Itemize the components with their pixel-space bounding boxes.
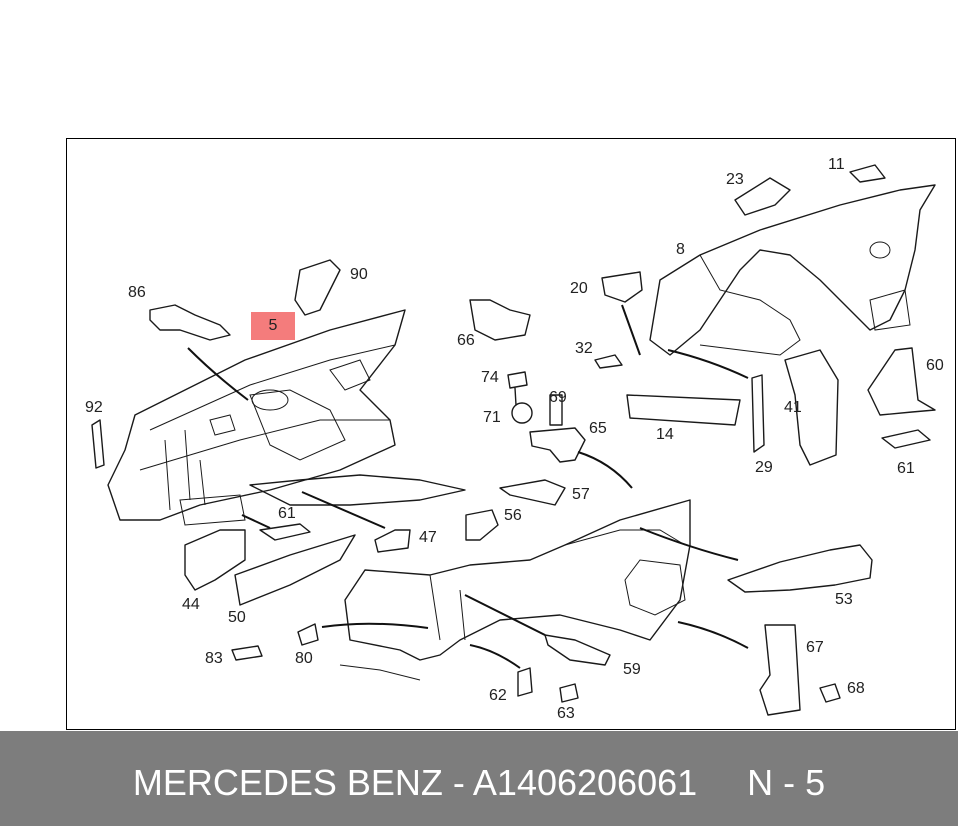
part-29 <box>751 374 765 453</box>
part-57 <box>499 479 566 506</box>
part-14 <box>626 394 741 426</box>
callout-11: 11 <box>828 156 845 173</box>
part-92 <box>91 419 105 469</box>
footer-separator: - <box>452 762 465 803</box>
part-63 <box>559 683 579 703</box>
callout-8: 8 <box>676 241 685 258</box>
callout-41: 41 <box>784 399 802 416</box>
callout-68: 68 <box>847 680 865 697</box>
part-62 <box>517 667 533 697</box>
callout-80: 80 <box>295 650 313 667</box>
footer-bar: MERCEDES BENZ - A1406206061 N - 5 <box>0 731 958 826</box>
callout-65: 65 <box>589 420 607 437</box>
part-65 <box>529 427 586 463</box>
part-61-left <box>259 523 311 541</box>
callout-62: 62 <box>489 687 507 704</box>
pointer-arrows <box>187 304 749 669</box>
part-68 <box>819 683 841 703</box>
part-41 <box>784 349 839 466</box>
footer-caption: MERCEDES BENZ - A1406206061 N - 5 <box>0 731 958 826</box>
callout-61-left: 61 <box>278 505 296 522</box>
front-structure-left <box>107 309 466 526</box>
callout-92: 92 <box>85 399 103 416</box>
callout-29: 29 <box>755 459 773 476</box>
footer-part-number: A1406206061 <box>472 762 698 803</box>
callout-53: 53 <box>835 591 853 608</box>
callout-69: 69 <box>549 389 567 406</box>
part-32 <box>594 354 623 369</box>
part-23 <box>734 177 791 216</box>
callout-60: 60 <box>926 357 944 374</box>
part-53 <box>727 544 873 593</box>
callout-63: 63 <box>557 705 575 722</box>
footer-brand: MERCEDES BENZ <box>132 762 443 803</box>
callout-83: 83 <box>205 650 223 667</box>
callout-59: 59 <box>623 661 641 678</box>
part-60 <box>867 347 936 416</box>
callout-20: 20 <box>570 280 588 297</box>
callout-23: 23 <box>726 171 744 188</box>
callout-5-highlighted: 5 <box>251 312 295 340</box>
part-90 <box>294 259 341 316</box>
part-80 <box>297 623 319 646</box>
part-50 <box>234 534 356 606</box>
part-83 <box>231 645 263 661</box>
part-59 <box>544 634 611 666</box>
part-66 <box>469 299 531 341</box>
callout-74: 74 <box>481 369 499 386</box>
callout-47: 47 <box>419 529 437 546</box>
part-74 <box>507 371 528 406</box>
part-69 <box>549 394 563 426</box>
callout-56: 56 <box>504 507 522 524</box>
part-44 <box>184 529 246 591</box>
callout-67: 67 <box>806 639 824 656</box>
callout-57: 57 <box>572 486 590 503</box>
callout-66: 66 <box>457 332 475 349</box>
part-20 <box>601 271 643 303</box>
callout-90: 90 <box>350 266 368 283</box>
center-lower-structure <box>339 499 691 681</box>
part-61-right <box>881 429 931 449</box>
part-47 <box>374 529 411 553</box>
callout-50: 50 <box>228 609 246 626</box>
callout-71: 71 <box>483 409 501 426</box>
part-86 <box>149 304 231 341</box>
callout-32: 32 <box>575 340 593 357</box>
callout-61-right: 61 <box>897 460 915 477</box>
right-rear-structure <box>649 184 936 356</box>
part-71 <box>511 402 533 424</box>
part-56 <box>465 509 499 541</box>
callout-14: 14 <box>656 426 674 443</box>
part-67 <box>759 624 801 716</box>
part-11 <box>849 164 886 183</box>
callout-44: 44 <box>182 596 200 613</box>
footer-page: N - 5 <box>747 762 826 803</box>
callout-86: 86 <box>128 284 146 301</box>
